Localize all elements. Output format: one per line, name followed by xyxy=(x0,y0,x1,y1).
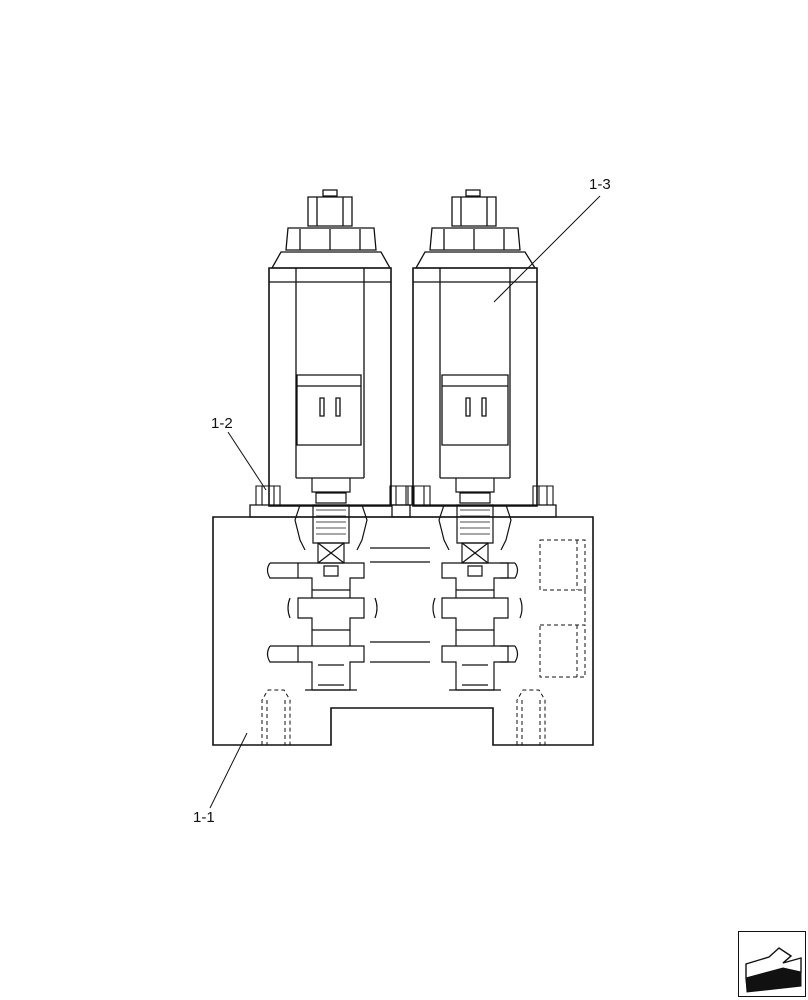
callout-label-body: 1-1 xyxy=(193,809,215,826)
leader-line-screw xyxy=(228,432,266,490)
next-page-arrow-icon[interactable] xyxy=(738,931,806,997)
leader-line-solenoid xyxy=(494,196,600,302)
solenoid-left xyxy=(250,190,410,517)
solenoid-right xyxy=(392,190,556,517)
leader-lines xyxy=(210,196,600,808)
mounting-screws xyxy=(256,486,553,505)
leader-line-body xyxy=(210,733,247,808)
valve-body xyxy=(213,517,593,745)
callout-label-screw: 1-2 xyxy=(211,415,233,432)
arrow-glyph xyxy=(739,932,804,995)
spool-assembly-right xyxy=(439,478,511,690)
spool-assembly-left xyxy=(295,478,367,690)
callout-label-solenoid: 1-3 xyxy=(589,176,611,193)
